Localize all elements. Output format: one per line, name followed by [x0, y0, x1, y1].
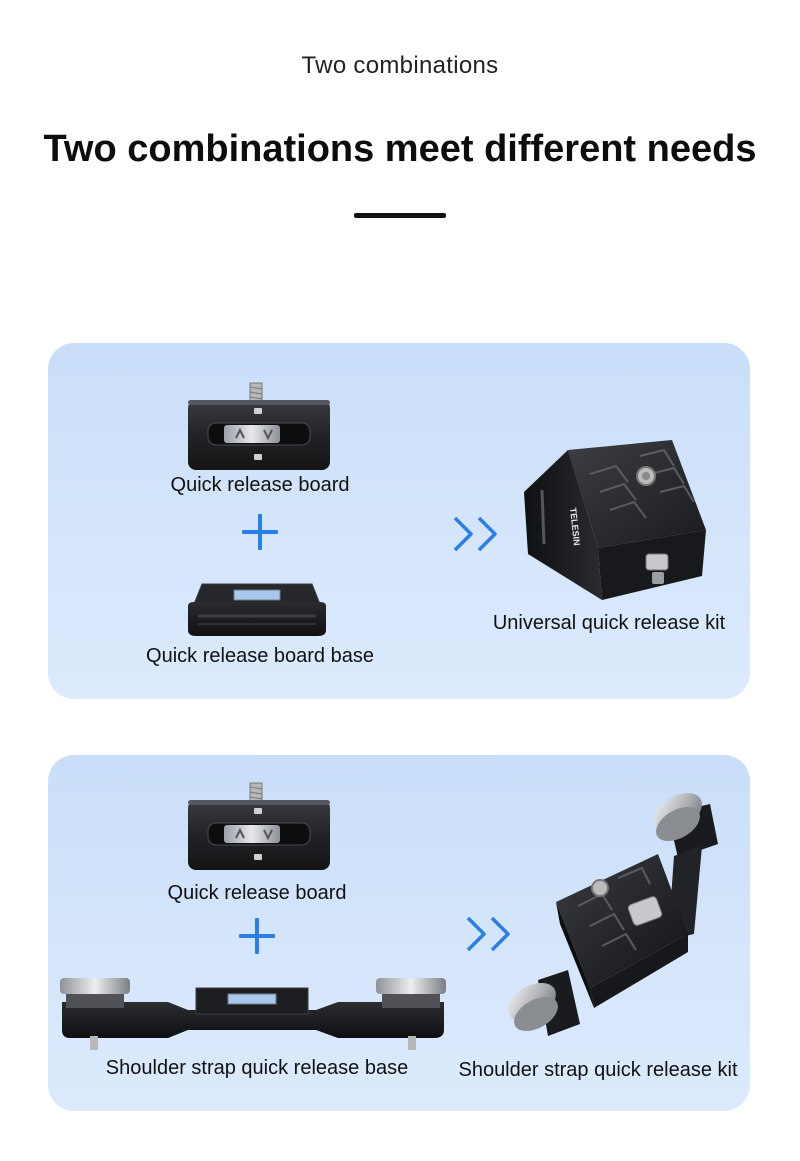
universal-quick-release-kit-label: Universal quick release kit	[492, 612, 726, 634]
section-subtitle: Two combinations	[301, 52, 499, 79]
shoulder-strap-quick-release-kit-image	[508, 793, 718, 1036]
plus-icon	[239, 918, 275, 954]
quick-release-board-label: Quick release board	[170, 474, 350, 496]
shoulder-strap-quick-release-kit-label: Shoulder strap quick release kit	[458, 1059, 738, 1081]
double-chevron-right-icon	[466, 916, 510, 952]
quick-release-board-image	[188, 382, 330, 470]
double-chevron-right-icon	[453, 516, 497, 552]
title-underline	[354, 213, 446, 218]
quick-release-board-base-label: Quick release board base	[146, 645, 374, 667]
brand-logo: TELESIN	[568, 507, 582, 546]
quick-release-board-label: Quick release board	[167, 882, 347, 904]
quick-release-board-base-image	[188, 583, 326, 636]
shoulder-strap-quick-release-base-label: Shoulder strap quick release base	[105, 1057, 409, 1079]
shoulder-strap-quick-release-base-image	[60, 978, 446, 1050]
quick-release-board-image	[188, 782, 330, 870]
universal-quick-release-kit-image: TELESIN	[524, 440, 706, 600]
plus-icon	[242, 514, 278, 550]
page-title: Two combinations meet different needs	[43, 128, 757, 170]
